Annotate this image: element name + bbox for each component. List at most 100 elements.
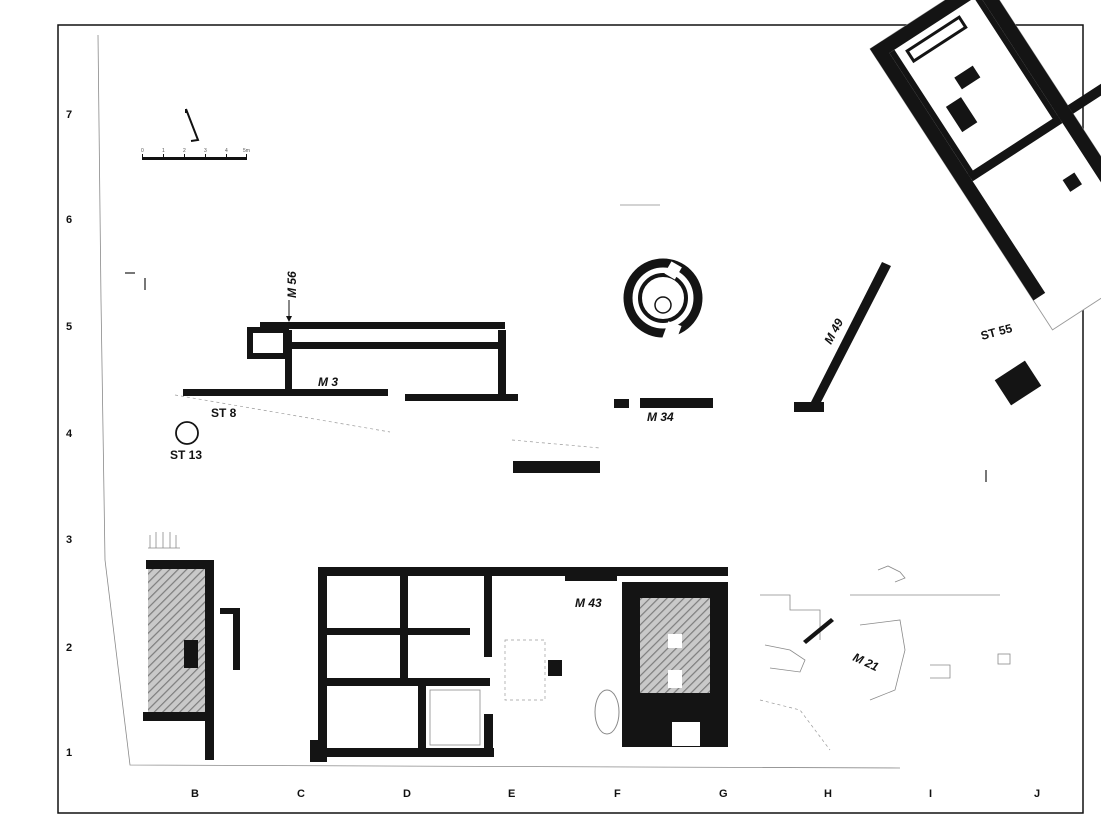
wall-m34-east	[640, 398, 713, 408]
room-g-doorway	[672, 722, 700, 746]
wall-south	[318, 748, 494, 757]
wall-m43-thick	[565, 575, 617, 581]
room-e-sketch	[504, 639, 546, 701]
wall-cross-1	[325, 628, 470, 635]
sketch-3	[859, 619, 906, 701]
label-st55: ST 55	[979, 321, 1014, 343]
wall-cross-2	[325, 678, 490, 686]
row-label-1: 1	[66, 747, 72, 759]
st55-bench	[905, 15, 968, 64]
wall-b-east	[205, 560, 214, 760]
wall-b-spur-h	[220, 608, 240, 614]
column-label-j: J	[1034, 788, 1040, 800]
st55-block-3	[1062, 172, 1082, 192]
room-d-sketch	[429, 689, 481, 746]
column-label-f: F	[614, 788, 621, 800]
st8-outline	[174, 394, 391, 433]
column-label-d: D	[403, 788, 411, 800]
oval-pit	[594, 689, 620, 735]
circular-structure	[623, 258, 703, 343]
wall-north	[260, 322, 505, 329]
wall-d-low	[418, 686, 426, 751]
wall-e-low	[484, 714, 493, 754]
plan-frame	[57, 24, 1084, 814]
wall-m49-base	[794, 402, 824, 412]
wall-e-block	[548, 660, 562, 676]
wall-m3-east	[405, 394, 518, 401]
label-m21: M 21	[851, 650, 881, 674]
wall-m43	[318, 567, 728, 576]
st55-block-1	[954, 65, 981, 90]
sketch-1	[760, 594, 821, 640]
wall-b-south	[143, 712, 208, 721]
row-label-5: 5	[66, 321, 72, 333]
steps-sketch	[148, 532, 180, 549]
row-label-2: 2	[66, 642, 72, 654]
wall-center-south	[513, 461, 600, 473]
excavation-outline-west	[97, 34, 901, 769]
wall-m3-west	[183, 389, 388, 396]
st55-wall-north	[870, 0, 991, 61]
excavation-boundary	[97, 34, 901, 769]
scale-tick-3: 3	[204, 148, 207, 154]
m56-arrow-icon	[286, 316, 292, 322]
row-label-3: 3	[66, 534, 72, 546]
wall-b-block	[184, 640, 198, 668]
scale-tick-5m: 5m	[243, 148, 250, 154]
wall-c-west	[318, 567, 327, 762]
sketch-2	[764, 644, 806, 673]
wall-east	[498, 330, 506, 400]
wall-e-west	[484, 575, 492, 657]
sketch-8	[997, 653, 1011, 665]
wall-inner	[288, 342, 503, 349]
label-m56: M 56	[285, 271, 299, 298]
wall-annex	[247, 327, 289, 359]
wall-m21-diag	[803, 618, 834, 644]
st55-crosswall	[967, 115, 1063, 182]
wall-b-north	[146, 560, 214, 569]
row-label-4: 4	[66, 428, 73, 440]
label-st13: ST 13	[170, 448, 202, 462]
level-marks	[125, 272, 1081, 482]
scale-tick-4: 4	[225, 148, 228, 154]
scale-tick-0: 0	[141, 148, 144, 154]
st55-wall-east	[971, 0, 1101, 235]
sketch-4	[759, 699, 831, 751]
label-st8: ST 8	[211, 406, 237, 420]
column-label-e: E	[508, 788, 515, 800]
column-label-b: B	[191, 788, 199, 800]
room-g	[622, 582, 728, 747]
hatched-floor-b	[148, 568, 208, 713]
sketch-6	[877, 565, 906, 583]
room-g-opening-2	[668, 670, 682, 688]
building-m3	[183, 300, 518, 401]
scale-tick-2: 2	[183, 148, 186, 154]
st13-circle	[175, 421, 199, 445]
label-m3: M 3	[318, 375, 338, 389]
scale-tick-1: 1	[162, 148, 165, 154]
room-g-opening	[668, 634, 682, 648]
row-label-7: 7	[66, 109, 72, 121]
wall-m49	[810, 262, 891, 408]
column-label-i: I	[929, 788, 932, 800]
column-labels: B C D E F G H I J	[191, 788, 1040, 800]
wall-b-spur-v	[233, 608, 240, 670]
row-label-6: 6	[66, 214, 72, 226]
sketch-5	[930, 664, 951, 679]
wall-m56	[285, 330, 292, 395]
north-arrow-icon	[185, 108, 200, 142]
column-label-h: H	[824, 788, 832, 800]
st55-wall-west	[870, 41, 1046, 301]
row-labels: 7 6 5 4 3 2 1	[66, 109, 73, 759]
building-b	[143, 532, 240, 760]
scale-bar: 0 1 2 3 4 5m	[141, 148, 250, 160]
st55-block-outside	[994, 360, 1042, 406]
st55-block-2	[945, 97, 978, 133]
area-m21	[759, 565, 1011, 751]
st55-wall-spur	[1067, 75, 1101, 114]
column-label-g: G	[719, 788, 728, 800]
st55-wall-inner-e	[974, 0, 1061, 124]
st55-wall-inner-w	[889, 49, 977, 179]
building-m43	[310, 567, 728, 762]
